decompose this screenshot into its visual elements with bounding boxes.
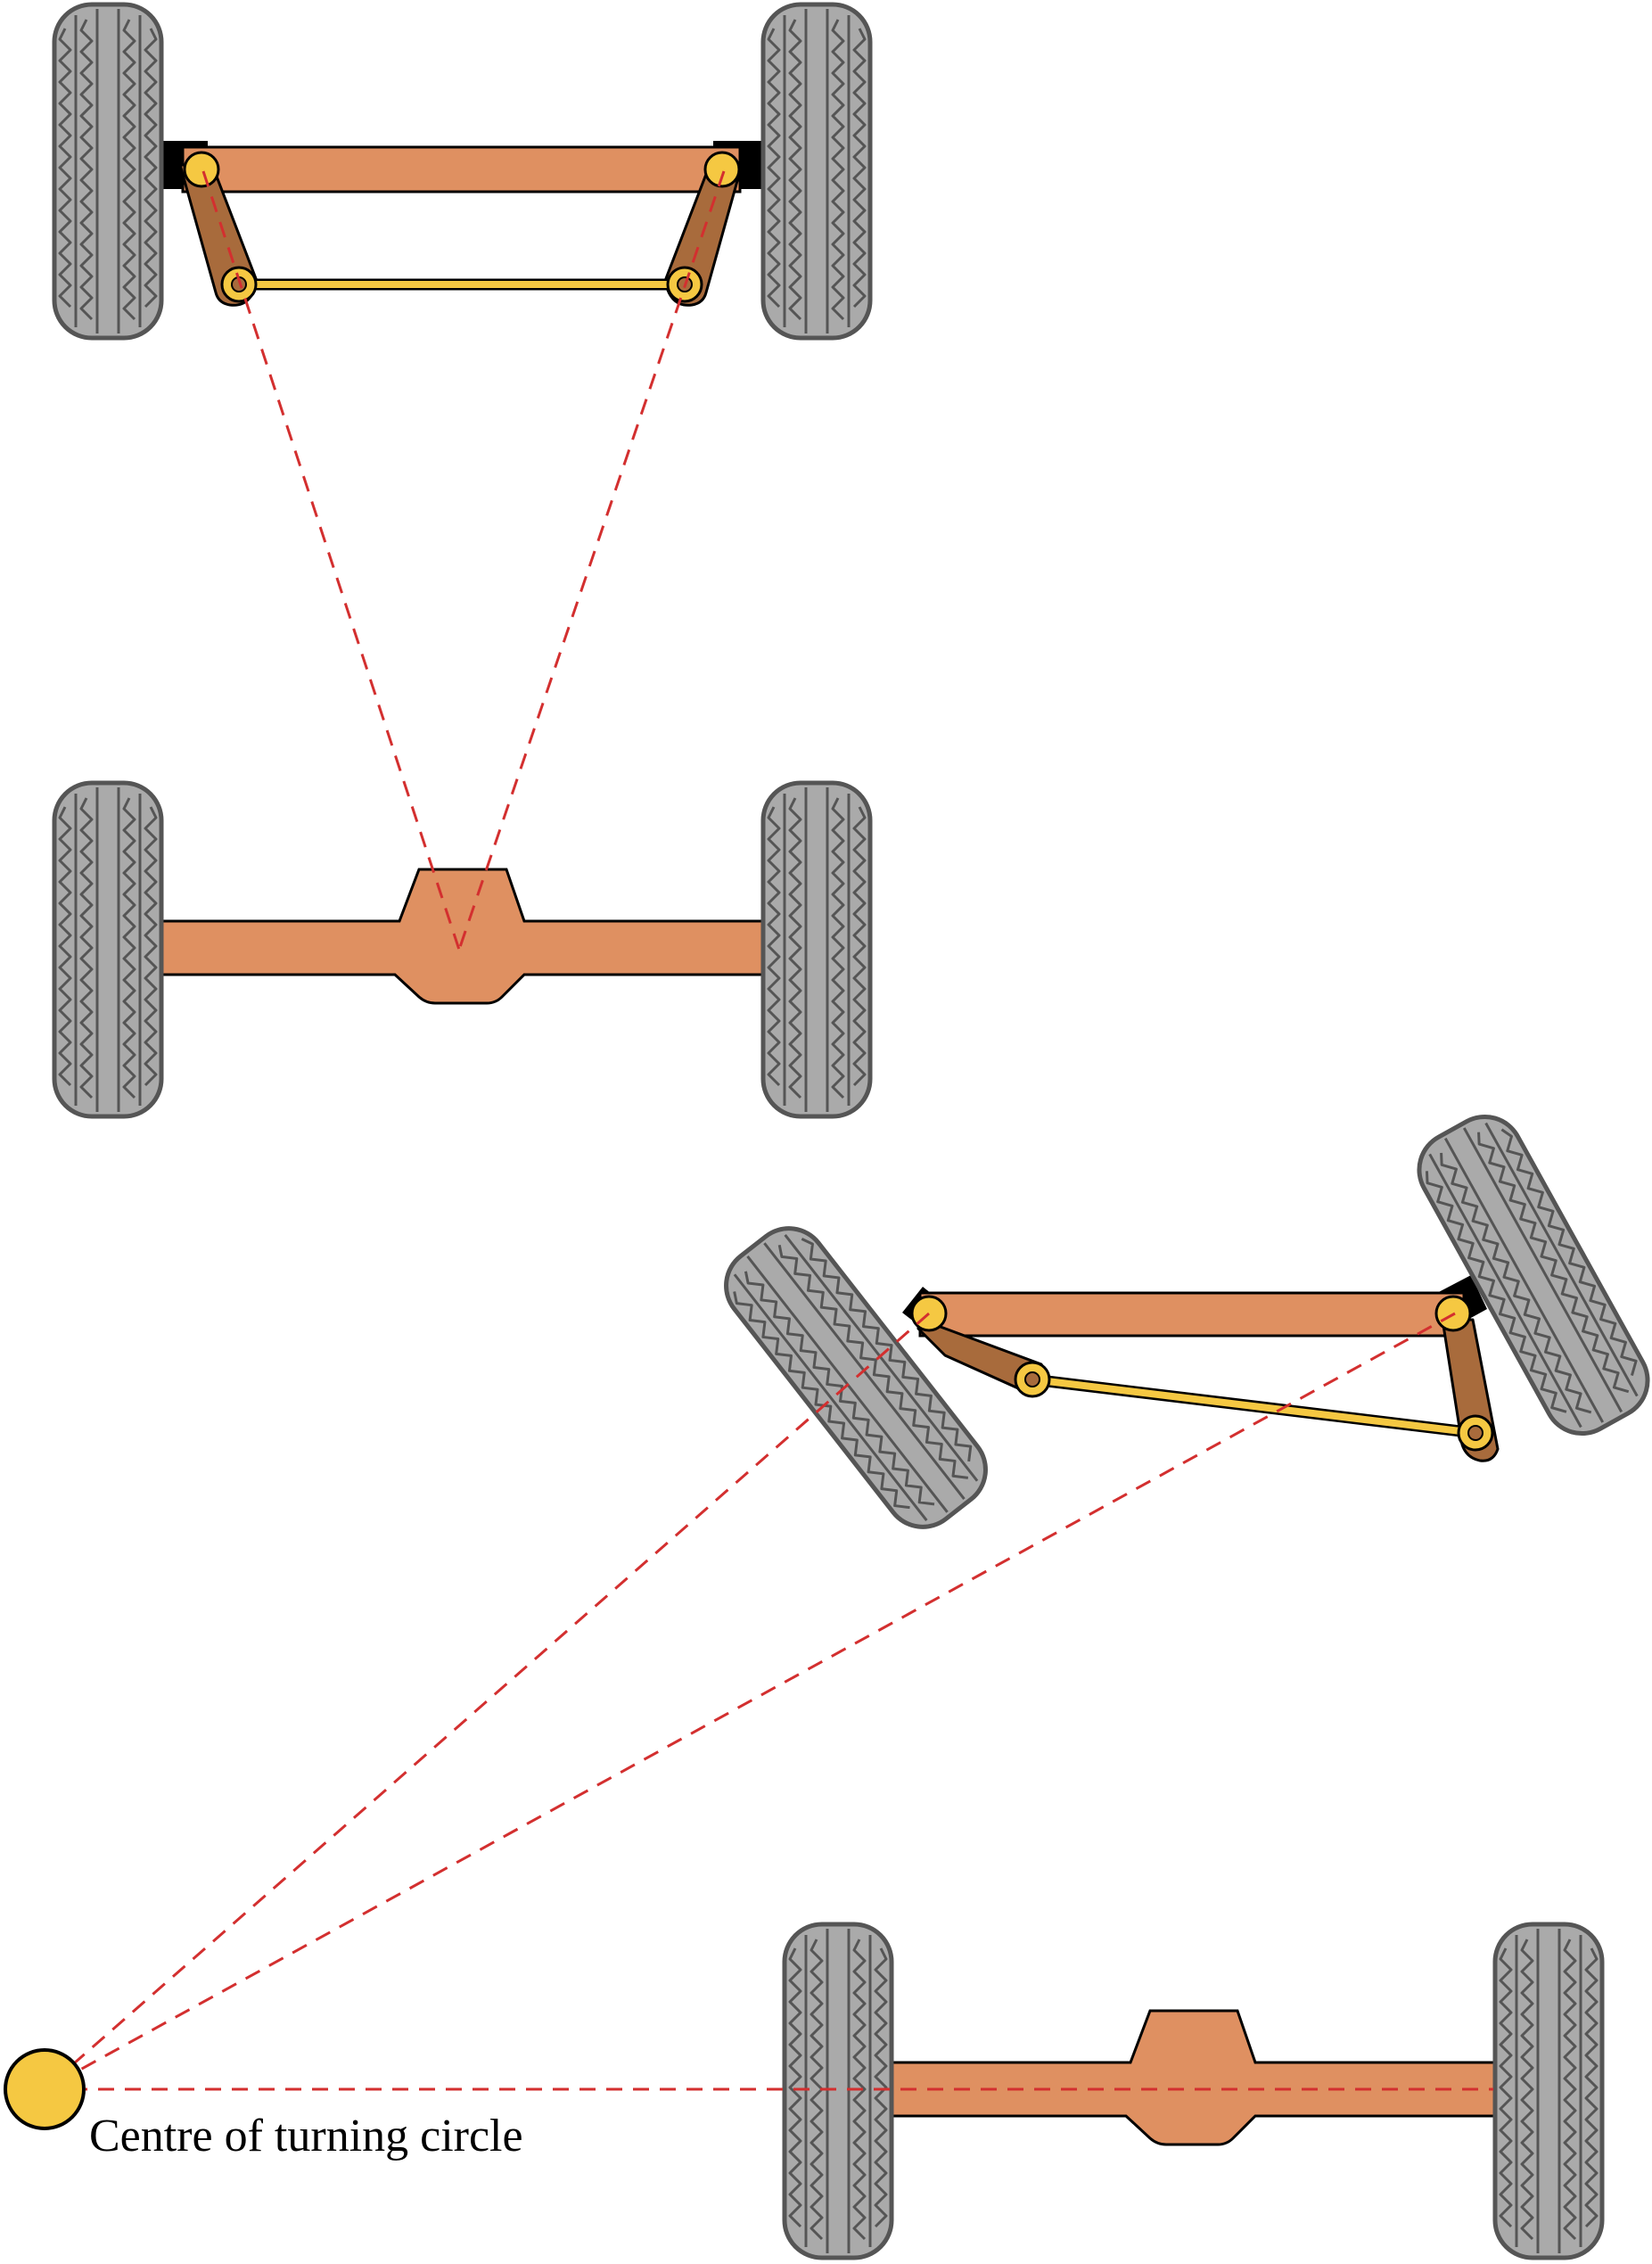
straight-guide-lines — [201, 170, 726, 951]
front-right-tyre — [763, 4, 870, 338]
turning-centre: Centre of turning circle — [4, 2048, 523, 2161]
straight-panel — [54, 4, 870, 1116]
tie-rod — [1029, 1376, 1479, 1437]
rear-right-tyre — [763, 783, 870, 1116]
front-right-tyre — [1406, 1103, 1652, 1446]
turning-rear-axle — [785, 1924, 1602, 2258]
rear-axle-housing — [888, 2009, 1498, 2146]
outer-wheel-line — [44, 1312, 1456, 2091]
turning-guide-lines — [44, 1312, 1493, 2091]
right-kingpin — [703, 151, 741, 188]
rear-axle-housing — [157, 868, 767, 1005]
rear-right-tyre — [1495, 1924, 1602, 2258]
straight-rear-axle — [54, 783, 870, 1116]
front-axle-beam — [181, 145, 742, 193]
front-left-tyre — [711, 1214, 1001, 1543]
front-axle-beam — [918, 1291, 1466, 1338]
turning-centre-marker — [4, 2048, 86, 2130]
inner-wheel-line — [44, 1312, 930, 2091]
front-left-tyre — [54, 4, 161, 338]
left-arm-line — [201, 170, 461, 951]
centre-label: Centre of turning circle — [89, 2111, 523, 2161]
straight-front-axle — [54, 4, 870, 338]
turning-panel: Centre of turning circle — [4, 1103, 1652, 2258]
rear-left-tyre — [54, 783, 161, 1116]
rear-left-tyre — [785, 1924, 892, 2258]
left-kingpin — [183, 151, 220, 188]
turning-front-axle — [711, 1103, 1652, 1542]
right-arm-line — [457, 170, 726, 951]
